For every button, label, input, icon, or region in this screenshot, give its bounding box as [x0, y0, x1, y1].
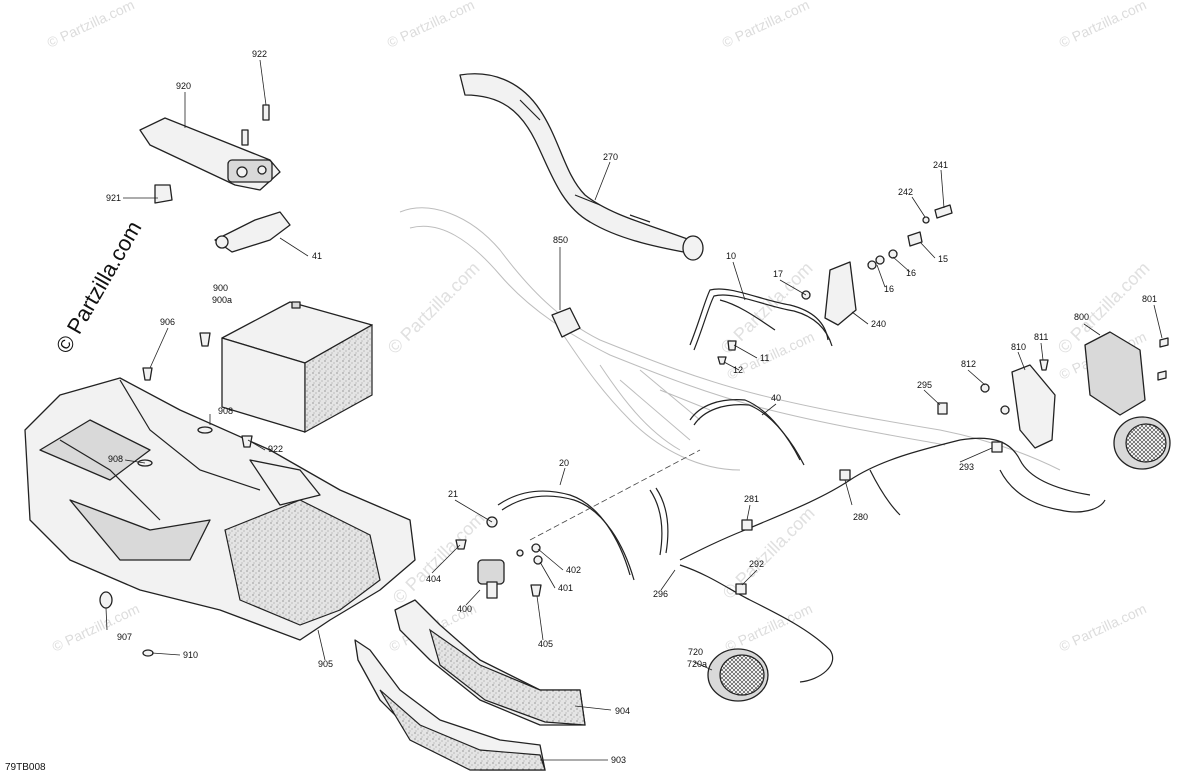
- callout-label: 810: [1011, 342, 1026, 352]
- air-duct: [459, 73, 704, 261]
- callout-label: 16: [884, 284, 894, 294]
- callout-label: 900: [213, 283, 228, 293]
- callout-label: 11: [760, 353, 769, 363]
- callout-label: 281: [744, 494, 759, 504]
- callout-label: 401: [558, 583, 573, 593]
- watermark: © Partzilla.com: [720, 0, 812, 51]
- solenoid: [455, 516, 543, 599]
- watermark: © Partzilla.com: [45, 0, 137, 51]
- watermark: © Partzilla.com: [385, 0, 477, 51]
- callout-label: 904: [615, 706, 630, 716]
- callout-label: 270: [603, 152, 618, 162]
- callout-label: 720a: [687, 659, 707, 669]
- callout-label: 906: [160, 317, 175, 327]
- callout-label: 921: [106, 193, 121, 203]
- callout-label: 812: [961, 359, 976, 369]
- watermark: © Partzilla.com: [719, 503, 819, 603]
- wiring-harness: [679, 402, 1106, 683]
- control-module: [980, 331, 1169, 449]
- watermark: © Partzilla.com: [1057, 0, 1149, 51]
- callout-label: 20: [559, 458, 569, 468]
- callout-label: 922: [268, 444, 283, 454]
- ground-cable-assembly: [689, 204, 953, 365]
- leader-lines: [105, 59, 1163, 761]
- callout-label: 910: [183, 650, 198, 660]
- callout-label: 800: [1074, 312, 1089, 322]
- callout-label: 41: [312, 251, 322, 261]
- callout-label: 402: [566, 565, 581, 575]
- callout-label: 920: [176, 81, 191, 91]
- callout-label: 404: [426, 574, 441, 584]
- watermark: © Partzilla.com: [50, 600, 142, 654]
- positive-cable: [689, 399, 805, 466]
- callout-label: 17: [773, 269, 783, 279]
- callout-label: 240: [871, 319, 886, 329]
- callout-label: 908: [108, 454, 123, 464]
- callout-label: 242: [898, 187, 913, 197]
- diagram-code: 79TB008: [5, 762, 46, 773]
- callout-label: 405: [538, 639, 553, 649]
- callout-label: 21: [448, 489, 458, 499]
- callout-label: 900a: [212, 295, 232, 305]
- callout-label: 16: [906, 268, 916, 278]
- callout-label: 811: [1034, 332, 1048, 342]
- battery-cable: [497, 449, 701, 581]
- callout-label: 400: [457, 604, 472, 614]
- callout-label: 293: [959, 462, 974, 472]
- watermark: © Partzilla.com: [384, 258, 484, 358]
- callout-label: 15: [938, 254, 948, 264]
- callout-label: 292: [749, 559, 764, 569]
- callout-label: 720: [688, 647, 703, 657]
- callout-label: 40: [771, 393, 781, 403]
- battery: [221, 301, 373, 434]
- callout-label: 907: [117, 632, 132, 642]
- callout-label: 12: [733, 365, 743, 375]
- watermark: © Partzilla.com: [1057, 600, 1149, 654]
- callout-label: 908: [218, 406, 233, 416]
- speakers: [707, 416, 1171, 702]
- relay-module: [551, 307, 581, 338]
- callout-label: 295: [917, 380, 932, 390]
- side-covers: [354, 599, 586, 771]
- callout-label: 922: [252, 49, 267, 59]
- callout-label: 296: [653, 589, 668, 599]
- tray-fasteners: [99, 332, 253, 657]
- callout-label: 241: [933, 160, 948, 170]
- brand-mark: © Partzilla.com: [51, 217, 147, 358]
- battery-tray: [24, 377, 416, 641]
- callout-label: 10: [726, 251, 736, 261]
- callout-label: 905: [318, 659, 333, 669]
- frame-ghost: [399, 207, 1061, 471]
- callouts: 922 920 921 41 900 900a 906 908 908 922 …: [106, 49, 1157, 765]
- callout-label: 850: [553, 235, 568, 245]
- callout-label: 903: [611, 755, 626, 765]
- battery-hold-down-assembly: [139, 104, 291, 253]
- callout-label: 801: [1142, 294, 1157, 304]
- callout-label: 280: [853, 512, 868, 522]
